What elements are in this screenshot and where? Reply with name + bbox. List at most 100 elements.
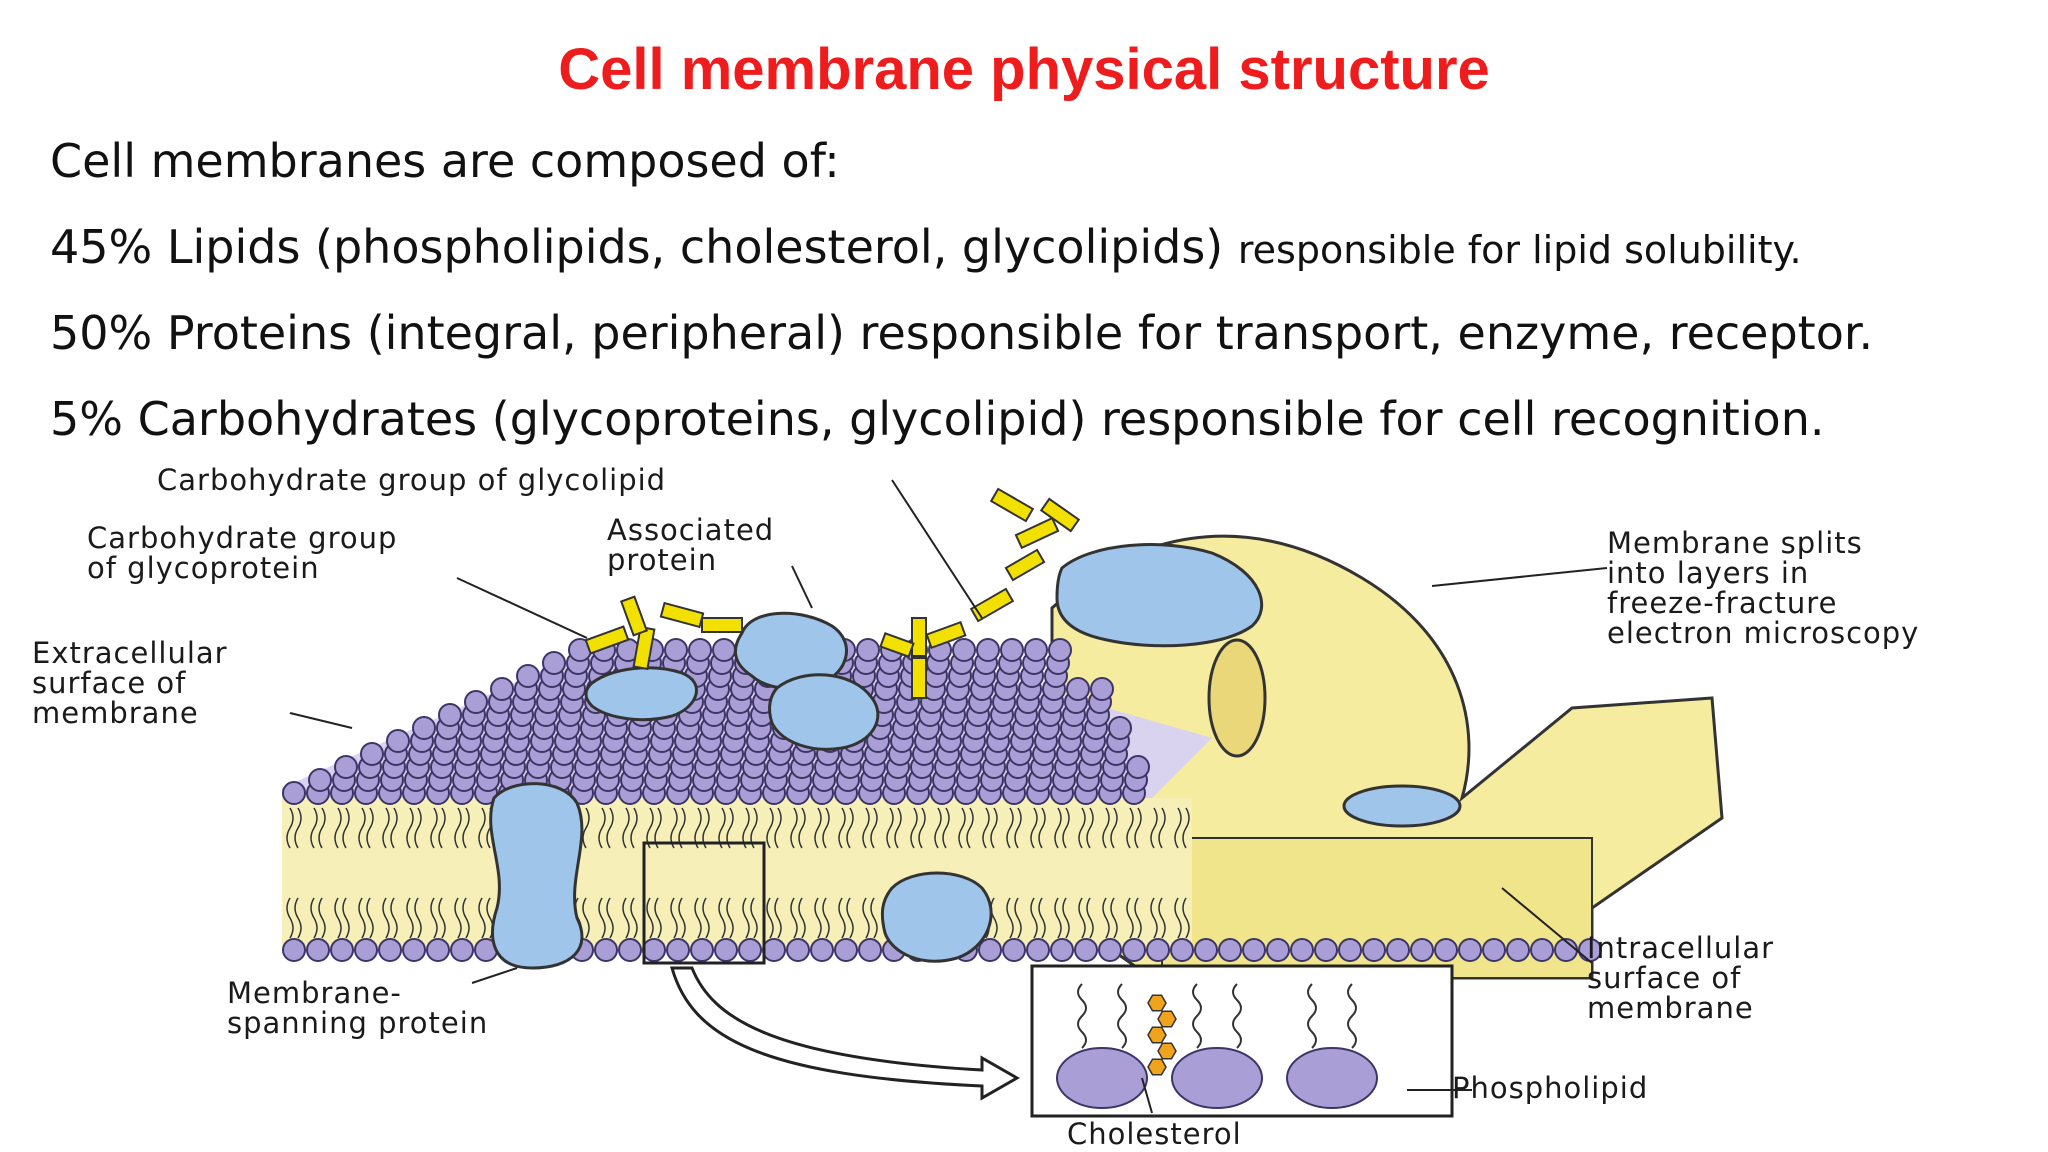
fatty-acid-tail [382, 807, 398, 849]
phospholipid-head [1122, 938, 1146, 962]
fatty-acid-tail [430, 897, 446, 939]
svg-text:membrane: membrane [1587, 991, 1754, 1025]
label-phospholipid: Phospholipid [1452, 1071, 1648, 1105]
phospholipid-head [1434, 938, 1458, 962]
label-intracellular-2: surface of [1587, 961, 1741, 995]
fatty-acid-tail [1054, 807, 1070, 849]
phospholipid-head [426, 938, 450, 962]
label-cholesterol: Cholesterol [1067, 1117, 1242, 1151]
phospholipid-head [1482, 938, 1506, 962]
inset-phospholipid-head [1171, 1047, 1263, 1109]
inset-tail [1307, 983, 1317, 1049]
inset-bilayer [1056, 983, 1378, 1109]
phospholipid-head [386, 729, 410, 753]
glycoprotein-carbohydrate [584, 595, 743, 671]
inset-tail [1117, 983, 1127, 1049]
label-splits-2: into layers in [1607, 556, 1809, 590]
svg-text:of glycoprotein: of glycoprotein [87, 551, 320, 585]
phospholipid-head [360, 742, 384, 766]
label-carb-glycoprotein-2: of glycoprotein [87, 551, 320, 585]
svg-text:electron microscopy: electron microscopy [1607, 616, 1919, 650]
inset-tail [1232, 983, 1242, 1049]
fractured-protein [1055, 543, 1263, 648]
label-carb-glycolipid: Carbohydrate group of glycolipid [157, 463, 666, 497]
svg-text:Phospholipid: Phospholipid [1452, 1071, 1648, 1105]
fatty-acid-tail [1030, 897, 1046, 939]
label-splits-3: freeze-fracture [1607, 586, 1837, 620]
svg-text:Membrane splits: Membrane splits [1607, 526, 1863, 560]
fatty-acid-tail [958, 807, 974, 849]
svg-text:Carbohydrate group: Carbohydrate group [87, 521, 397, 555]
label-extracellular-1: Extracellular [32, 636, 228, 670]
svg-text:Carbohydrate group of glycolip: Carbohydrate group of glycolipid [157, 463, 666, 497]
inset-phospholipid-head [1286, 1047, 1378, 1109]
cholesterol-ring [1157, 1010, 1177, 1028]
phospholipid-head [282, 938, 306, 962]
fatty-acid-tail [1006, 807, 1022, 849]
fatty-acid-tail [1126, 807, 1142, 849]
phospholipid-head [490, 677, 514, 701]
membrane-spanning-protein [489, 782, 584, 970]
phospholipid-head [664, 638, 688, 662]
fatty-acid-tail [1174, 897, 1190, 939]
svg-text:Associated: Associated [607, 513, 774, 547]
phospholipid-head [1048, 638, 1072, 662]
peripheral-protein-inner [880, 871, 993, 963]
fatty-acid-tail [334, 897, 350, 939]
phospholipid-head [688, 638, 712, 662]
fracture-pit [1207, 638, 1267, 758]
fracture-protein [1342, 784, 1462, 828]
lipids-note: responsible for lipid solubility. [1237, 228, 1802, 272]
fatty-acid-tail [1102, 897, 1118, 939]
phospholipid-head [438, 703, 462, 727]
inset-tail [1347, 983, 1357, 1049]
phospholipid-head [1000, 638, 1024, 662]
fatty-acid-tail [454, 897, 470, 939]
phospholipid-head [1410, 938, 1434, 962]
phospholipid-head [1026, 938, 1050, 962]
fatty-acid-tail [286, 807, 302, 849]
membrane-diagram: Carbohydrate group of glycolipid Carbohy… [32, 463, 1919, 1151]
inset-source-box [642, 841, 766, 965]
fatty-acid-tail [310, 807, 326, 849]
fatty-acid-tail [406, 807, 422, 849]
fatty-acid-tail [1078, 897, 1094, 939]
fatty-acid-tail [382, 897, 398, 939]
fatty-acid-tail [886, 807, 902, 849]
phospholipid-head [1530, 938, 1554, 962]
phospholipid-head [786, 938, 810, 962]
phospholipid-head [738, 938, 762, 962]
glycolipid-carbohydrate [879, 587, 1015, 699]
phospholipid-head [464, 690, 488, 714]
fatty-acid-tail [982, 807, 998, 849]
svg-text:Intracellular: Intracellular [1587, 931, 1774, 965]
cholesterol-ring [1147, 1026, 1167, 1044]
fatty-acid-tail [1126, 897, 1142, 939]
fatty-acid-tail [1006, 897, 1022, 939]
phospholipid-head [1362, 938, 1386, 962]
phospholipid-head [402, 938, 426, 962]
phospholipid-head [1024, 638, 1048, 662]
fatty-acid-tail [598, 807, 614, 849]
fatty-acid-tail [1150, 807, 1166, 849]
fatty-acid-tail [934, 807, 950, 849]
label-associated-1: Associated [607, 513, 774, 547]
fatty-acid-tail [1102, 807, 1118, 849]
phospholipid-head [714, 938, 738, 962]
phospholipid-head [642, 938, 666, 962]
lipids-line: 45% Lipids (phospholipids, cholesterol, … [50, 220, 1802, 274]
svg-text:protein: protein [607, 543, 717, 577]
cholesterol-ring [1147, 994, 1167, 1012]
fatty-acid-tail [910, 807, 926, 849]
fatty-acid-tail [286, 897, 302, 939]
inset-tail [1077, 983, 1087, 1049]
fatty-acid-tail [862, 897, 878, 939]
phospholipid-head [856, 638, 880, 662]
svg-text:membrane: membrane [32, 696, 199, 730]
cholesterol-ring [1157, 1042, 1177, 1060]
proteins-line: 50% Proteins (integral, peripheral) resp… [50, 306, 1874, 360]
fatty-acid-tail [838, 807, 854, 849]
label-splits-1: Membrane splits [1607, 526, 1863, 560]
label-extracellular-3: membrane [32, 696, 199, 730]
inset-tail [1192, 983, 1202, 1049]
